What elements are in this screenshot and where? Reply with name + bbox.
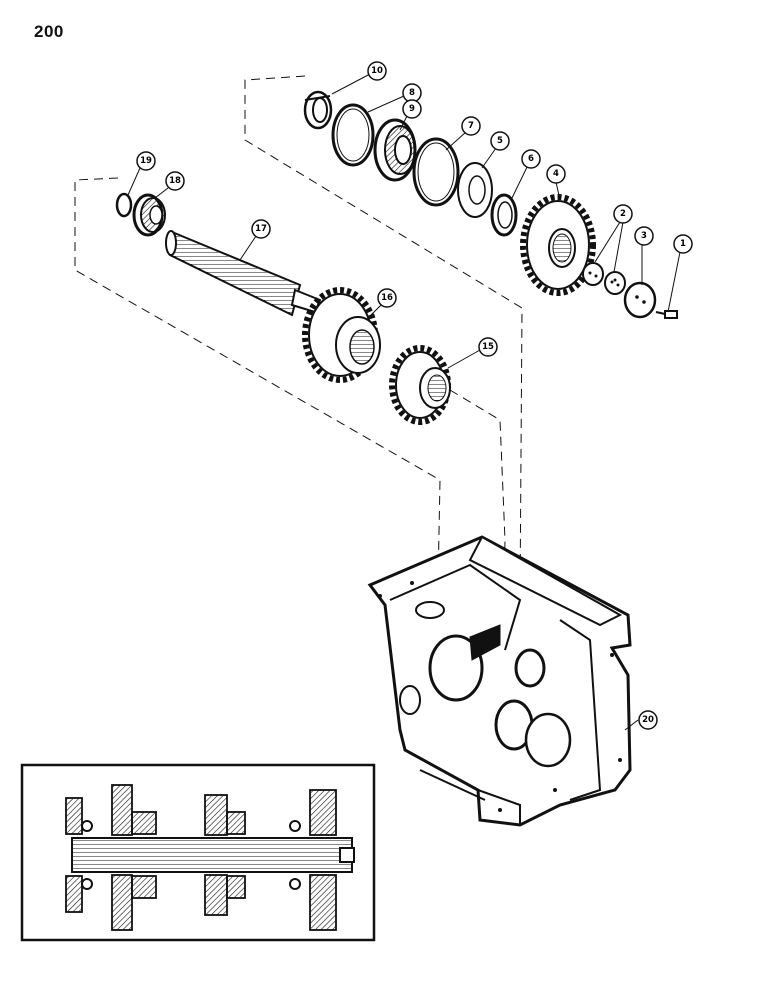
callout-2: 2 bbox=[613, 204, 633, 224]
bolt-part bbox=[655, 310, 678, 319]
callout-6: 6 bbox=[521, 149, 541, 169]
retainer-plate-part bbox=[623, 281, 657, 319]
svg-text:19: 19 bbox=[140, 156, 152, 166]
cluster-gear-part bbox=[302, 287, 381, 383]
callout-9: 9 bbox=[402, 99, 422, 119]
svg-text:15: 15 bbox=[482, 342, 494, 352]
spacer-ring-part bbox=[490, 193, 518, 237]
assembly-section-inset bbox=[20, 763, 376, 942]
svg-text:9: 9 bbox=[409, 104, 415, 114]
callout-8: 8 bbox=[402, 83, 422, 103]
callout-1: 1 bbox=[673, 234, 693, 254]
svg-text:17: 17 bbox=[255, 224, 267, 234]
splined-shaft-part bbox=[165, 230, 322, 317]
svg-text:6: 6 bbox=[528, 154, 534, 164]
transmission-case-part bbox=[367, 535, 632, 827]
snap-ring-part bbox=[331, 103, 375, 167]
roller-bearing-part bbox=[373, 118, 417, 182]
callout-17: 17 bbox=[251, 219, 271, 239]
callout-3: 3 bbox=[634, 226, 654, 246]
callout-18: 18 bbox=[165, 171, 185, 191]
callout-20: 20 bbox=[638, 710, 658, 730]
svg-text:10: 10 bbox=[371, 66, 383, 76]
callout-leaders bbox=[127, 73, 681, 731]
lock-plate-part bbox=[582, 262, 626, 295]
svg-text:1: 1 bbox=[680, 239, 686, 249]
callout-5: 5 bbox=[490, 131, 510, 151]
svg-text:20: 20 bbox=[642, 715, 654, 725]
svg-text:7: 7 bbox=[468, 121, 474, 131]
svg-text:8: 8 bbox=[409, 88, 415, 98]
bearing-cup-part bbox=[303, 90, 333, 130]
washer-part bbox=[457, 162, 493, 218]
svg-text:2: 2 bbox=[620, 209, 626, 219]
gear-part bbox=[520, 194, 596, 296]
callout-10: 10 bbox=[367, 61, 387, 81]
svg-text:16: 16 bbox=[381, 293, 393, 303]
snap-ring-part bbox=[412, 137, 460, 207]
gear-part bbox=[389, 345, 451, 425]
callout-4: 4 bbox=[546, 164, 566, 184]
callout-15: 15 bbox=[478, 337, 498, 357]
callout-19: 19 bbox=[136, 151, 156, 171]
ball-bearing-part bbox=[132, 193, 166, 237]
callout-16: 16 bbox=[377, 288, 397, 308]
callout-7: 7 bbox=[461, 116, 481, 136]
svg-text:18: 18 bbox=[169, 176, 181, 186]
svg-text:4: 4 bbox=[553, 169, 559, 179]
snap-ring-part bbox=[115, 192, 133, 218]
svg-text:3: 3 bbox=[641, 231, 647, 241]
page-number: 200 bbox=[34, 22, 64, 41]
svg-text:5: 5 bbox=[497, 136, 503, 146]
